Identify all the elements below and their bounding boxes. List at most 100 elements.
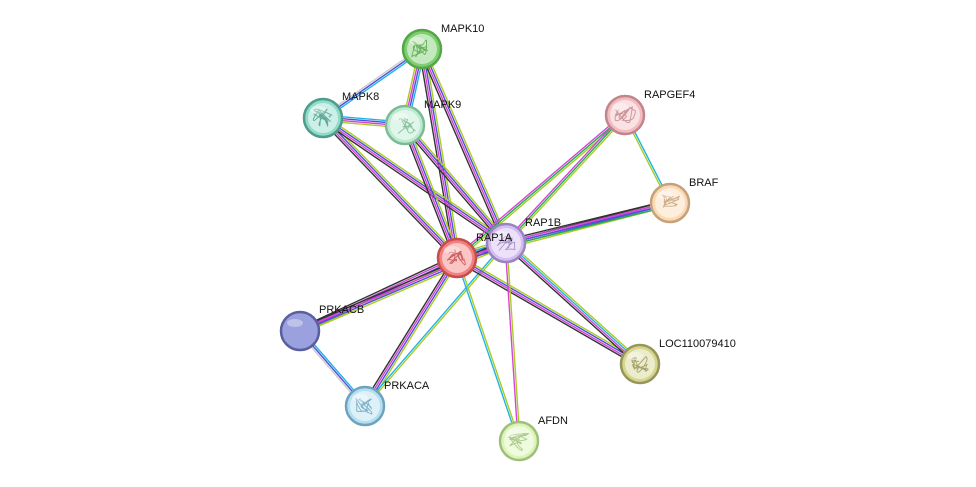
edge-evidence-line [365,257,459,408]
edge-evidence-line [504,242,519,442]
node-label-rapgef4: RAPGEF4 [644,89,695,101]
edge-mapk9-rap1a[interactable] [401,123,461,260]
protein-structure-icon [397,117,416,135]
edge-evidence-line [455,257,519,443]
edge-evidence-line [322,116,459,259]
node-highlight [310,106,326,114]
node-mapk9[interactable] [384,104,426,146]
edge-evidence-line [320,119,506,247]
node-braf[interactable] [649,182,691,224]
nodes-layer: MAPK10MAPK8MAPK9RAPGEF4BRAFRAP1BRAP1APRK… [279,23,736,462]
edge-evidence-line [457,254,643,363]
node-label-mapk10: MAPK10 [441,23,484,35]
edge-evidence-line [454,259,640,368]
edge-evidence-line [298,254,457,330]
node-label-rap1b: RAP1B [525,217,561,229]
node-mapk8[interactable] [302,97,344,139]
protein-structure-icon [411,39,429,58]
edge-rap1b-afdn[interactable] [504,242,521,442]
edge-evidence-line [424,47,461,259]
edge-evidence-line [323,114,509,242]
edge-evidence-line [321,118,507,245]
node-highlight [627,352,643,360]
node-rap1a[interactable] [436,237,478,279]
node-structure-background [442,243,472,273]
edge-evidence-line [456,114,626,259]
protein-structure-icon [661,194,680,208]
protein-structure-icon [312,108,333,128]
edge-mapk8-rap1a[interactable] [320,115,460,261]
node-label-loc110079410: LOC110079410 [659,338,736,350]
edge-mapk8-rap1b[interactable] [320,114,509,247]
edge-evidence-line [506,242,521,442]
protein-structure-icon [614,106,636,124]
edge-evidence-line [300,259,459,335]
edge-evidence-line [403,124,506,245]
edge-evidence-line [504,199,671,241]
protein-structure-icon [508,433,530,451]
edge-rapgef4-rap1b[interactable] [503,113,628,245]
edge-evidence-line [299,258,459,333]
edge-evidence-line [455,112,625,258]
edge-evidence-line [418,49,505,245]
edge-evidence-line [505,203,671,245]
edge-evidence-line [505,205,672,247]
edge-mapk10-rap1a[interactable] [418,47,461,260]
protein-structure-icon [497,234,516,251]
node-label-mapk8: MAPK8 [342,91,379,103]
edge-evidence-line [507,240,643,363]
node-prkacb[interactable] [279,310,321,352]
edge-evidence-line [322,116,508,243]
node-circle[interactable] [279,310,321,352]
edge-evidence-line [363,256,457,407]
edge-evidence-line [406,122,509,242]
edge-rap1a-loc110079410[interactable] [454,254,643,368]
edge-mapk10-rap1b[interactable] [418,47,510,245]
node-highlight [506,429,522,437]
edge-evidence-line [505,201,671,243]
edge-evidence-line [402,126,505,246]
node-rap1b[interactable] [485,222,527,264]
edge-evidence-line [406,123,461,258]
node-label-rap1a: RAP1A [476,232,513,244]
edge-evidence-line [320,119,456,261]
node-label-afdn: AFDN [538,415,568,427]
edge-evidence-line [455,258,641,366]
node-rapgef4[interactable] [604,94,646,136]
protein-structure-icon [631,356,649,373]
node-highlight [444,246,460,254]
edge-evidence-line [321,117,458,260]
node-highlight [493,231,509,239]
protein-structure-icon [355,397,373,415]
edge-rap1a-prkacb[interactable] [298,254,459,335]
edge-evidence-line [422,48,459,259]
edge-braf-rap1b[interactable] [504,199,672,247]
edge-evidence-line [403,124,457,260]
node-highlight [287,319,303,327]
edge-evidence-line [503,113,625,243]
node-structure-background [625,349,655,379]
edge-evidence-line [405,123,459,259]
edge-rap1a-afdn[interactable] [455,256,521,443]
edge-evidence-line [505,114,626,244]
node-loc110079410[interactable] [619,343,661,385]
node-mapk10[interactable] [401,28,443,70]
edge-mapk9-rap1b[interactable] [402,122,509,246]
edge-rap1a-prkaca[interactable] [361,255,461,409]
edge-evidence-line [298,256,458,331]
edge-evidence-line [405,123,508,244]
node-label-prkaca: PRKACA [384,380,430,392]
protein-structure-icon [446,249,466,266]
edge-evidence-line [423,47,510,243]
edge-rap1b-loc110079410[interactable] [503,240,643,367]
node-prkaca[interactable] [344,385,386,427]
node-highlight [409,37,425,45]
node-highlight [392,113,408,121]
edge-evidence-line [324,115,460,257]
edge-evidence-line [366,258,461,409]
node-highlight [612,103,628,111]
node-afdn[interactable] [498,420,540,462]
edge-evidence-line [361,255,456,406]
node-label-braf: BRAF [689,177,719,189]
